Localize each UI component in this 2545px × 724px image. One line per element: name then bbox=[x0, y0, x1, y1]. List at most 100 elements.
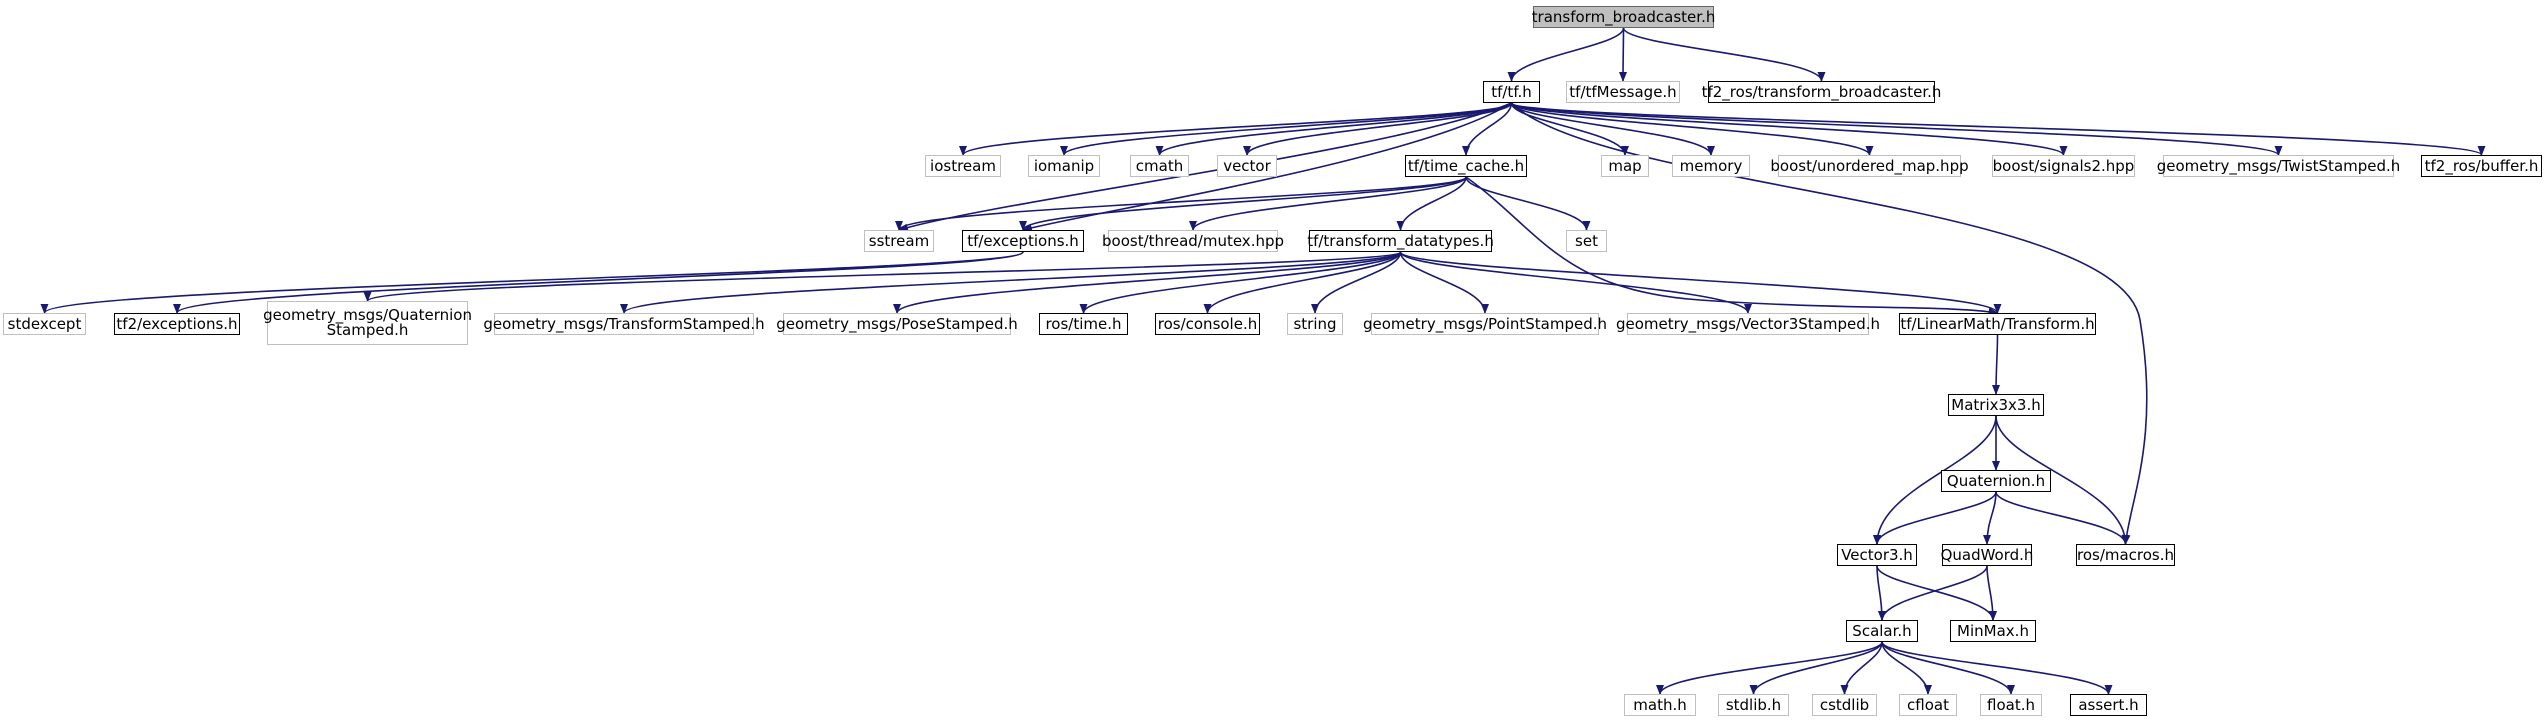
node-float: float.h bbox=[1980, 694, 2042, 716]
node-vector: vector bbox=[1217, 155, 1277, 177]
edge-scalar-to-float bbox=[1881, 641, 2015, 695]
node-label: cmath bbox=[1135, 156, 1184, 175]
edge-datatypes-to-point-stamped bbox=[1399, 251, 1489, 314]
edge-tf-tf-to-sstream bbox=[898, 102, 1512, 232]
node-mutex: boost/thread/mutex.hpp bbox=[1102, 230, 1284, 252]
edge-matrix3x3-to-ros-macros bbox=[1995, 415, 2130, 545]
node-label: boost/thread/mutex.hpp bbox=[1102, 231, 1285, 250]
node-ros-console[interactable]: ros/console.h bbox=[1155, 313, 1260, 335]
node-iostream: iostream bbox=[925, 155, 1001, 177]
edge-tf-tf-to-signals2 bbox=[1510, 102, 2068, 156]
edge-scalar-to-math bbox=[1656, 641, 1883, 695]
node-pose-stamped: geometry_msgs/PoseStamped.h bbox=[776, 313, 1018, 335]
edge-tf-tf-to-time-cache bbox=[1462, 102, 1513, 156]
edge-datatypes-to-string bbox=[1311, 251, 1402, 314]
node-label: geometry_msgs/PointStamped.h bbox=[1363, 314, 1608, 333]
node-label: tf/exceptions.h bbox=[967, 231, 1079, 250]
node-quaternion[interactable]: Quaternion.h bbox=[1941, 470, 2051, 492]
edge-time-cache-to-mutex bbox=[1189, 176, 1467, 231]
node-tf2-exceptions[interactable]: tf2/exceptions.h bbox=[114, 313, 240, 335]
node-stdlib: stdlib.h bbox=[1718, 694, 1789, 716]
node-map: map bbox=[1601, 155, 1649, 177]
node-label: geometry_msgs/TransformStamped.h bbox=[483, 314, 765, 333]
node-unordered-map: boost/unordered_map.hpp bbox=[1770, 155, 1969, 177]
edge-matrix3x3-to-vector3 bbox=[1873, 415, 1997, 545]
edge-linearmath-to-matrix3x3 bbox=[1992, 334, 2001, 395]
node-tf2-ros-tb[interactable]: tf2_ros/transform_broadcaster.h bbox=[1702, 81, 1941, 103]
node-matrix3x3[interactable]: Matrix3x3.h bbox=[1948, 394, 2044, 416]
node-set: set bbox=[1566, 230, 1607, 252]
node-quat-stamped: geometry_msgs/Quaternion Stamped.h bbox=[263, 301, 472, 345]
node-label: math.h bbox=[1633, 695, 1687, 714]
node-label: boost/unordered_map.hpp bbox=[1770, 156, 1969, 175]
node-label: MinMax.h bbox=[1957, 621, 2029, 640]
edge-tf-tf-to-unordered-map bbox=[1510, 102, 1874, 156]
node-label: tf2_ros/buffer.h bbox=[2424, 156, 2539, 175]
edge-datatypes-to-pose-stamped bbox=[893, 251, 1402, 314]
node-label: tf/tf.h bbox=[1491, 82, 1532, 101]
node-label: map bbox=[1608, 156, 1642, 175]
node-label: boost/signals2.hpp bbox=[1992, 156, 2135, 175]
node-label: float.h bbox=[1987, 695, 2035, 714]
node-linearmath[interactable]: tf/LinearMath/Transform.h bbox=[1899, 313, 2096, 335]
edge-quaternion-to-quadword bbox=[1983, 491, 1997, 545]
node-memory: memory bbox=[1672, 155, 1750, 177]
node-label: transform_broadcaster.h bbox=[1531, 7, 1716, 26]
node-label: tf2_ros/transform_broadcaster.h bbox=[1701, 82, 1942, 101]
node-sstream: sstream bbox=[864, 230, 934, 252]
node-scalar[interactable]: Scalar.h bbox=[1846, 620, 1918, 642]
node-label: stdlib.h bbox=[1725, 695, 1782, 714]
node-label: iomanip bbox=[1033, 156, 1095, 175]
edge-quadword-to-minmax bbox=[1986, 565, 1997, 621]
node-twist: geometry_msgs/TwistStamped.h bbox=[2157, 155, 2400, 177]
node-minmax[interactable]: MinMax.h bbox=[1950, 620, 2036, 642]
edge-vector3-to-minmax bbox=[1876, 565, 1997, 621]
edge-tf-exceptions-to-tf2-exceptions bbox=[173, 251, 1024, 314]
node-tf-tf[interactable]: tf/tf.h bbox=[1483, 81, 1540, 103]
node-ros-time[interactable]: ros/time.h bbox=[1039, 313, 1128, 335]
edge-root-to-tf-tf bbox=[1507, 27, 1625, 82]
node-label: Vector3.h bbox=[1841, 545, 1913, 564]
node-label: set bbox=[1575, 231, 1598, 250]
node-iomanip: iomanip bbox=[1028, 155, 1100, 177]
node-label: tf/transform_datatypes.h bbox=[1307, 231, 1494, 250]
node-label: Quaternion.h bbox=[1946, 471, 2046, 490]
edge-scalar-to-assert bbox=[1881, 641, 2113, 695]
edge-time-cache-to-datatypes bbox=[1396, 176, 1467, 231]
node-vector3[interactable]: Vector3.h bbox=[1837, 544, 1917, 566]
node-label: iostream bbox=[930, 156, 996, 175]
node-label: Scalar.h bbox=[1852, 621, 1912, 640]
edge-tf-tf-to-iomanip bbox=[1060, 102, 1513, 156]
node-label: tf2/exceptions.h bbox=[116, 314, 238, 333]
node-label: cstdlib bbox=[1819, 695, 1870, 714]
edge-datatypes-to-linearmath bbox=[1399, 251, 2002, 314]
edge-quadword-to-scalar bbox=[1878, 565, 1988, 621]
node-datatypes[interactable]: tf/transform_datatypes.h bbox=[1307, 230, 1494, 252]
node-label: geometry_msgs/Vector3Stamped.h bbox=[1615, 314, 1881, 333]
edge-root-to-tfmessage bbox=[1619, 27, 1628, 82]
node-buffer[interactable]: tf2_ros/buffer.h bbox=[2421, 155, 2542, 177]
node-assert[interactable]: assert.h bbox=[2070, 694, 2147, 716]
edge-time-cache-to-set bbox=[1465, 176, 1591, 231]
node-ros-macros[interactable]: ros/macros.h bbox=[2076, 544, 2175, 566]
node-label: QuadWord.h bbox=[1940, 545, 2034, 564]
edge-scalar-to-cfloat bbox=[1881, 641, 1932, 695]
edge-datatypes-to-transform-stamped bbox=[620, 251, 1402, 314]
node-cfloat: cfloat bbox=[1899, 694, 1957, 716]
edge-tf-tf-to-tf-exceptions bbox=[1022, 102, 1512, 232]
node-root[interactable]: transform_broadcaster.h bbox=[1531, 6, 1716, 28]
node-time-cache[interactable]: tf/time_cache.h bbox=[1405, 155, 1527, 177]
edge-datatypes-to-ros-console bbox=[1203, 251, 1402, 314]
node-tf-exceptions[interactable]: tf/exceptions.h bbox=[962, 230, 1084, 252]
edge-datatypes-to-vector3-stamped bbox=[1399, 251, 1752, 314]
edge-tf-tf-to-map bbox=[1510, 102, 1629, 156]
node-label: memory bbox=[1679, 156, 1743, 175]
node-quadword[interactable]: QuadWord.h bbox=[1940, 544, 2034, 566]
node-label: ros/macros.h bbox=[2076, 545, 2175, 564]
node-cmath: cmath bbox=[1130, 155, 1189, 177]
node-label: geometry_msgs/TwistStamped.h bbox=[2156, 156, 2401, 175]
node-label: assert.h bbox=[2078, 695, 2139, 714]
node-label: cfloat bbox=[1907, 695, 1949, 714]
node-label: sstream bbox=[868, 231, 930, 250]
edge-time-cache-to-tf-exceptions bbox=[1019, 176, 1467, 231]
